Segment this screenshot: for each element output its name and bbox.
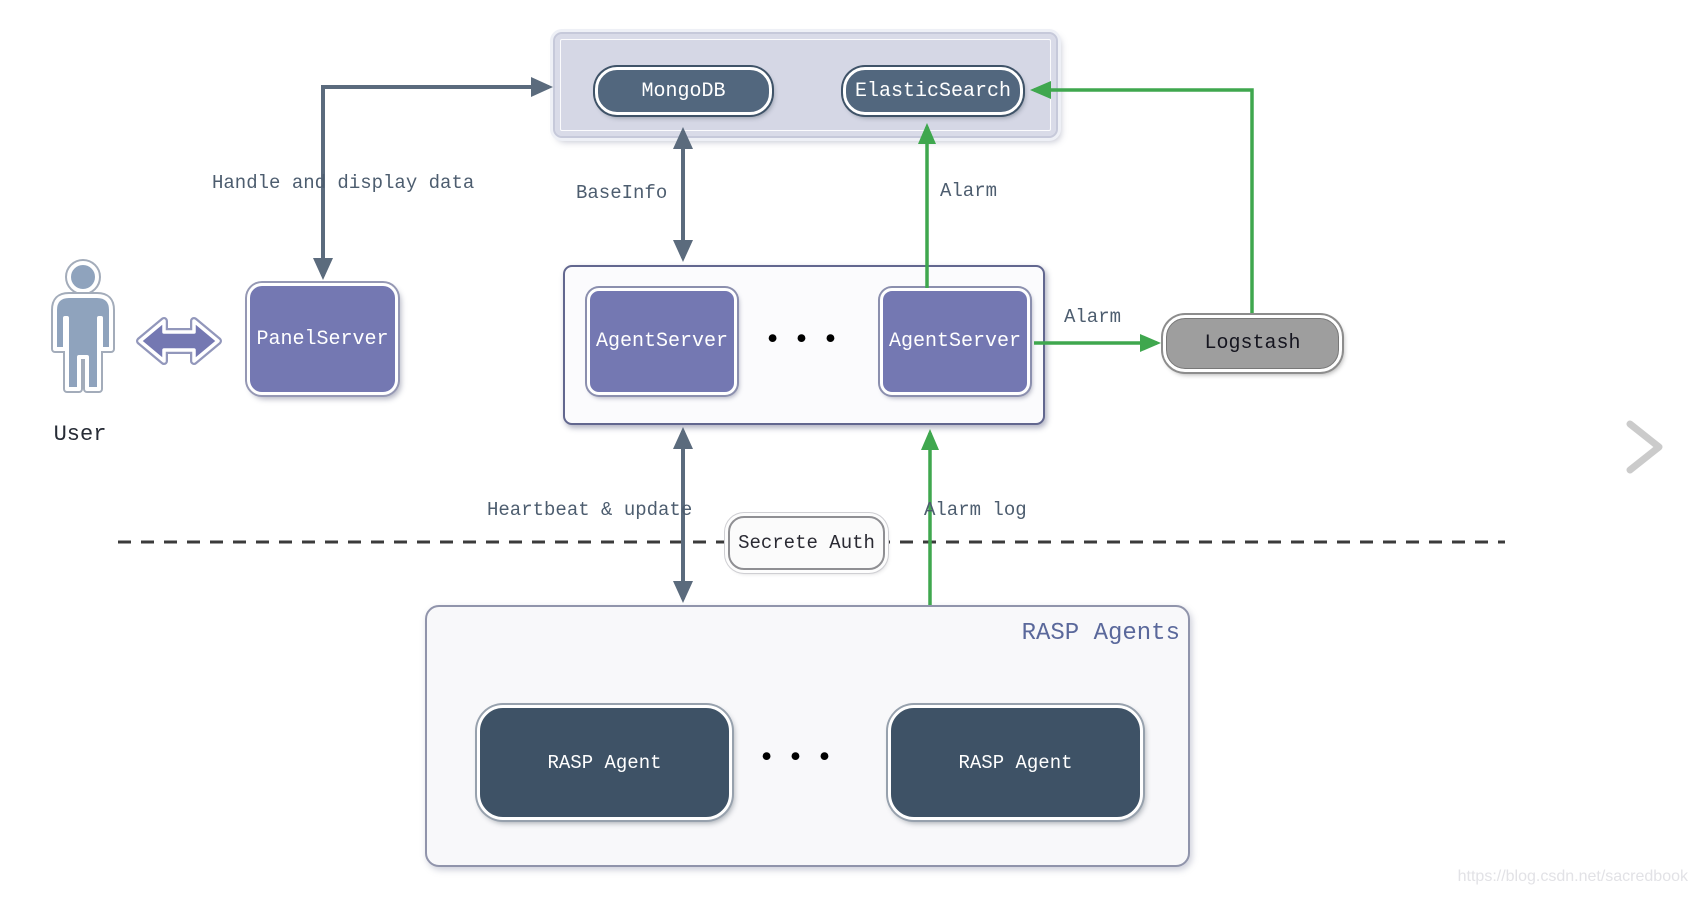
elasticsearch-node: ElasticSearch [843, 67, 1023, 115]
next-chevron-icon[interactable] [1626, 420, 1663, 474]
agentserver-node-left: AgentServer [587, 288, 737, 395]
panelserver-label: PanelServer [256, 327, 389, 351]
secrete-auth-node: Secrete Auth [728, 516, 885, 570]
rasp-agent-node-right: RASP Agent [888, 705, 1143, 820]
agentserver-node-right: AgentServer [880, 288, 1030, 395]
agentserver-right-label: AgentServer [888, 330, 1022, 353]
rasp-agent-right-label: RASP Agent [958, 751, 1073, 774]
panelserver-node: PanelServer [247, 283, 398, 395]
rasp-agent-left-label: RASP Agent [547, 751, 662, 774]
logstash-node: Logstash [1163, 315, 1342, 372]
agentserver-left-label: AgentServer [595, 330, 729, 353]
secrete-auth-label: Secrete Auth [738, 532, 875, 554]
logstash-label: Logstash [1204, 332, 1301, 355]
elasticsearch-label: ElasticSearch [854, 79, 1012, 103]
rasp-agent-node-left: RASP Agent [477, 705, 732, 820]
mongodb-label: MongoDB [641, 79, 726, 103]
mongodb-node: MongoDB [595, 67, 772, 115]
